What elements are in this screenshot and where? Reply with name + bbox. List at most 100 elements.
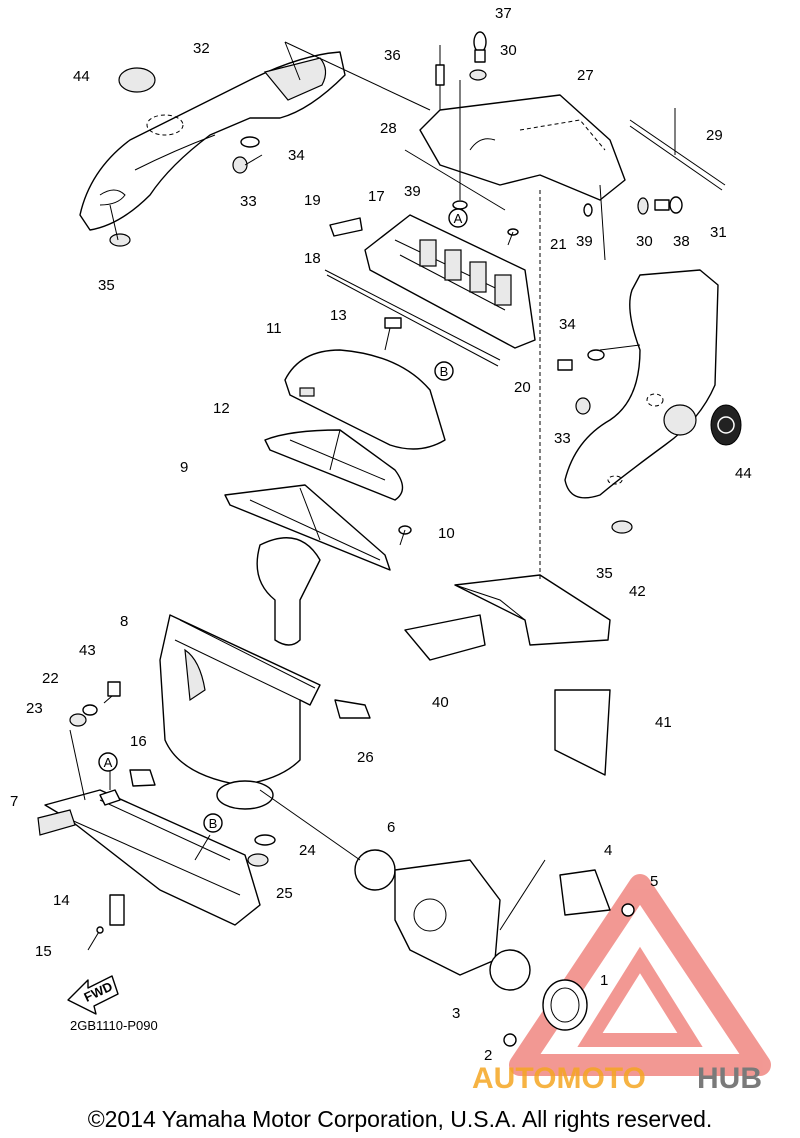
callout-34b: 34 bbox=[559, 316, 576, 333]
air-funnel bbox=[256, 537, 321, 646]
callout-27: 27 bbox=[577, 67, 594, 84]
callout-40: 40 bbox=[432, 694, 449, 711]
grommet-35-right bbox=[611, 520, 633, 534]
callout-20: 20 bbox=[514, 379, 531, 396]
bolt-38 bbox=[654, 196, 683, 214]
grommet-23 bbox=[69, 713, 87, 727]
cover-40 bbox=[404, 614, 486, 661]
collar-22 bbox=[82, 704, 98, 716]
bolt-13 bbox=[384, 317, 402, 351]
grommet-35-left bbox=[109, 233, 131, 247]
callout-8: 8 bbox=[120, 613, 128, 630]
collar-39-right bbox=[583, 203, 593, 217]
callout-2: 2 bbox=[484, 1047, 492, 1064]
joint-1 bbox=[542, 979, 588, 1031]
callout-3: 3 bbox=[452, 1005, 460, 1022]
callout-23: 23 bbox=[26, 700, 43, 717]
callout-17: 17 bbox=[368, 188, 385, 205]
ref-b-bottom: B bbox=[203, 813, 223, 833]
clamp-6 bbox=[354, 849, 396, 891]
callout-35b: 35 bbox=[596, 565, 613, 582]
svg-text:A: A bbox=[454, 211, 463, 226]
collar-39-top bbox=[452, 200, 468, 210]
ref-b-top: B bbox=[434, 361, 454, 381]
watermark-wordmark: AUTOMOTO HUB bbox=[472, 1062, 762, 1095]
callout-38: 38 bbox=[673, 233, 690, 250]
callout-13: 13 bbox=[330, 307, 347, 324]
top-cover bbox=[419, 94, 626, 261]
callout-30: 30 bbox=[500, 42, 517, 59]
callout-24: 24 bbox=[299, 842, 316, 859]
callout-labels: 1 2 3 4 5 6 7 8 9 10 11 12 13 14 15 16 1… bbox=[10, 5, 752, 1064]
ref-a-top: A bbox=[448, 208, 468, 228]
cap-11 bbox=[284, 349, 446, 450]
callout-42: 42 bbox=[629, 583, 646, 600]
bolt-43 bbox=[103, 681, 121, 704]
callout-37: 37 bbox=[495, 5, 512, 22]
callout-6: 6 bbox=[387, 819, 395, 836]
emblem-44-left bbox=[118, 67, 156, 93]
grommet-34-right bbox=[587, 349, 605, 361]
callout-16: 16 bbox=[130, 733, 147, 750]
callout-34: 34 bbox=[288, 147, 305, 164]
seal-18 bbox=[324, 269, 501, 367]
seal-28 bbox=[404, 149, 506, 211]
callout-25: 25 bbox=[276, 885, 293, 902]
joint-26 bbox=[334, 699, 371, 719]
copyright-footer: ©2014 Yamaha Motor Corporation, U.S.A. A… bbox=[87, 1106, 713, 1132]
callout-44: 44 bbox=[73, 68, 90, 85]
bolt-36 bbox=[435, 45, 445, 110]
callout-35: 35 bbox=[98, 277, 115, 294]
callout-41: 41 bbox=[655, 714, 672, 731]
callout-9: 9 bbox=[180, 459, 188, 476]
callout-39b: 39 bbox=[576, 233, 593, 250]
watermark-logo bbox=[509, 874, 771, 1076]
lower-case-7 bbox=[37, 789, 261, 926]
fwd-arrow: FWD bbox=[67, 975, 119, 1015]
callout-7: 7 bbox=[10, 793, 18, 810]
left-side-cover bbox=[79, 51, 346, 231]
grommet-33-right bbox=[575, 397, 591, 415]
callout-18: 18 bbox=[304, 250, 321, 267]
callout-39: 39 bbox=[404, 183, 421, 200]
callout-10: 10 bbox=[438, 525, 455, 542]
emblem-44-right bbox=[710, 404, 742, 446]
callout-36: 36 bbox=[384, 47, 401, 64]
callout-43: 43 bbox=[79, 642, 96, 659]
callout-12: 12 bbox=[213, 400, 230, 417]
seal-29 bbox=[629, 119, 726, 191]
clip-19 bbox=[329, 217, 363, 237]
callout-1: 1 bbox=[600, 972, 608, 989]
callout-19: 19 bbox=[304, 192, 321, 209]
callout-11: 11 bbox=[266, 320, 282, 337]
screw-10 bbox=[398, 525, 412, 546]
right-side-cover bbox=[564, 269, 719, 499]
callout-30b: 30 bbox=[636, 233, 653, 250]
washer-30-right bbox=[637, 197, 649, 215]
filter-outlet bbox=[216, 780, 274, 810]
callout-26: 26 bbox=[357, 749, 374, 766]
washer-30-top bbox=[469, 69, 487, 81]
bolt-2 bbox=[503, 1033, 517, 1047]
svg-text:B: B bbox=[209, 816, 218, 831]
figure-code: 2GB1110-P090 bbox=[70, 1018, 158, 1033]
callout-4: 4 bbox=[604, 842, 612, 859]
watermark-part2: HUB bbox=[697, 1062, 762, 1095]
sensor-14 bbox=[109, 894, 125, 926]
bolt-5 bbox=[621, 903, 635, 917]
callout-14: 14 bbox=[53, 892, 70, 909]
callout-28: 28 bbox=[380, 120, 397, 137]
collar-24 bbox=[254, 834, 276, 846]
clip-16 bbox=[129, 769, 156, 787]
callout-29: 29 bbox=[706, 127, 723, 144]
callout-15: 15 bbox=[35, 943, 52, 960]
callout-32: 32 bbox=[193, 40, 210, 57]
element-12 bbox=[264, 429, 404, 501]
callout-33: 33 bbox=[240, 193, 257, 210]
callout-5: 5 bbox=[650, 873, 658, 890]
bracket-4 bbox=[559, 869, 611, 916]
clamp-3 bbox=[489, 949, 531, 991]
ref-a-bottom: A bbox=[98, 752, 118, 772]
callout-21: 21 bbox=[550, 236, 567, 253]
watermark-part1: AUTOMOTO bbox=[472, 1062, 646, 1095]
